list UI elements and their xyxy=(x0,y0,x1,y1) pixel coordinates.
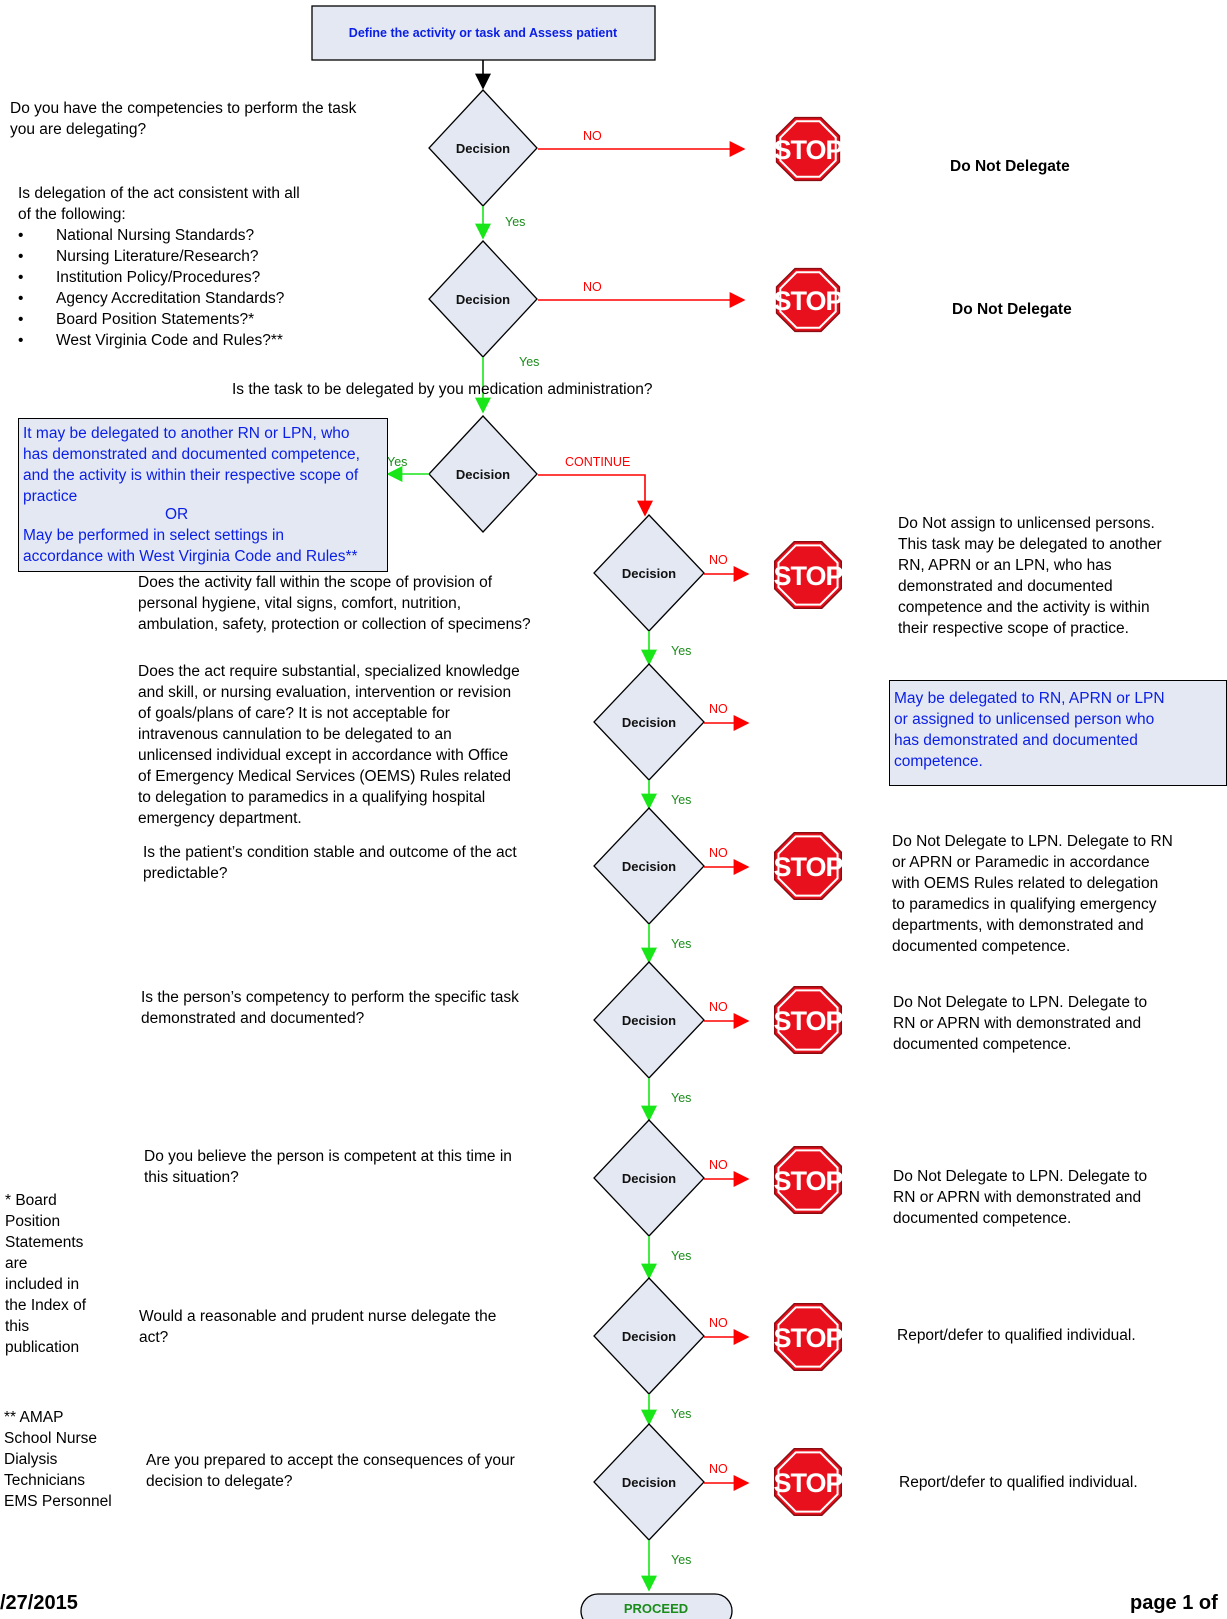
stop-sign-label: STOP xyxy=(773,286,843,316)
list-item: West Virginia Code and Rules?** xyxy=(16,330,284,351)
yes-label: Yes xyxy=(671,1407,691,1421)
no-label: NO xyxy=(709,553,728,567)
stop-sign-border xyxy=(779,271,837,329)
no-label: NO xyxy=(709,1316,728,1330)
no-label: NO xyxy=(709,1000,728,1014)
stop-sign-icon xyxy=(775,267,841,333)
stop-sign-border xyxy=(777,1306,839,1368)
stop-sign-icon xyxy=(773,1145,843,1215)
proceed-label: PROCEED xyxy=(624,1601,688,1616)
list-item: Board Position Statements?* xyxy=(16,309,284,330)
yes-label: Yes xyxy=(671,793,691,807)
stop-sign-icon xyxy=(773,1447,843,1517)
no-label: NO xyxy=(583,129,602,143)
decision-label: Decision xyxy=(456,141,510,156)
decision-label: Decision xyxy=(622,715,676,730)
decision-label: Decision xyxy=(622,1013,676,1028)
no-label: NO xyxy=(709,1158,728,1172)
continue-arrow xyxy=(538,474,653,517)
question-consistency-intro: Is delegation of the act consistent with… xyxy=(18,185,300,223)
decision-label: Decision xyxy=(622,1329,676,1344)
yes-label: Yes xyxy=(671,1249,691,1263)
stop-sign-label: STOP xyxy=(773,1468,843,1498)
select-settings-text: May be performed in select settings in a… xyxy=(23,527,358,565)
outcome-report-defer: Report/defer to qualified individual. xyxy=(899,1474,1138,1491)
decision-label: Decision xyxy=(622,859,676,874)
outcome-do-not-delegate: Do Not Delegate xyxy=(952,301,1072,318)
standards-list: National Nursing Standards? Nursing Lite… xyxy=(16,225,284,351)
outcome-paramedic-delegation: Do Not Delegate to LPN. Delegate to RN o… xyxy=(892,833,1173,955)
unlicensed-assignment-text: May be delegated to RN, APRN or LPN or a… xyxy=(894,690,1165,770)
decision-diamond xyxy=(428,415,538,533)
start-box-label: Define the activity or task and Assess p… xyxy=(349,26,618,40)
stop-sign-border xyxy=(779,120,837,178)
question-specialized-knowledge: Does the act require substantial, specia… xyxy=(138,663,520,827)
stop-sign-label: STOP xyxy=(773,1166,843,1196)
decision-label: Decision xyxy=(622,1171,676,1186)
stop-sign-label: STOP xyxy=(773,135,843,165)
no-label: NO xyxy=(583,280,602,294)
decision-label: Decision xyxy=(456,292,510,307)
stop-sign-icon xyxy=(773,1302,843,1372)
stop-sign-icon xyxy=(773,540,843,610)
stop-sign-icon xyxy=(773,985,843,1055)
footnote-amap: ** AMAP School Nurse Dialysis Technician… xyxy=(4,1409,112,1510)
proceed-terminator xyxy=(580,1593,733,1619)
yes-label: Yes xyxy=(671,937,691,951)
stop-sign-label: STOP xyxy=(773,1323,843,1353)
stop-sign-border xyxy=(777,989,839,1051)
decision-label: Decision xyxy=(622,566,676,581)
or-label: OR xyxy=(165,506,189,523)
stop-sign-icon xyxy=(773,831,843,901)
medication-delegation-text: It may be delegated to another RN or LPN… xyxy=(23,425,360,505)
question-patient-stable: Is the patient’s condition stable and ou… xyxy=(143,844,517,882)
footer-page-number: page 1 of xyxy=(1130,1592,1218,1614)
outcome-rn-aprn-competence: Do Not Delegate to LPN. Delegate to RN o… xyxy=(893,1168,1148,1227)
question-scope-provision: Does the activity fall within the scope … xyxy=(138,574,531,633)
yes-label: Yes xyxy=(387,455,407,469)
footnote-board-position: * Board Position Statements are included… xyxy=(5,1192,87,1356)
stop-sign-label: STOP xyxy=(773,561,843,591)
stop-sign-border xyxy=(777,1149,839,1211)
yes-label: Yes xyxy=(519,355,539,369)
list-item: Nursing Literature/Research? xyxy=(16,246,284,267)
outcome-rn-aprn-competence: Do Not Delegate to LPN. Delegate to RN o… xyxy=(893,994,1148,1053)
list-item: National Nursing Standards? xyxy=(16,225,284,246)
no-label: NO xyxy=(709,702,728,716)
question-accept-consequences: Are you prepared to accept the consequen… xyxy=(146,1452,515,1490)
decision-label: Decision xyxy=(622,1475,676,1490)
yes-label: Yes xyxy=(671,1553,691,1567)
decision-label: Decision xyxy=(456,467,510,482)
no-label: NO xyxy=(709,846,728,860)
stop-sign-icon xyxy=(775,116,841,182)
footer-date: /27/2015 xyxy=(0,1592,78,1614)
yes-label: Yes xyxy=(505,215,525,229)
question-competencies: Do you have the competencies to perform … xyxy=(10,100,357,138)
outcome-do-not-delegate: Do Not Delegate xyxy=(950,158,1070,175)
question-competency-documented: Is the person’s competency to perform th… xyxy=(141,989,519,1027)
stop-sign-border xyxy=(777,1451,839,1513)
question-prudent-nurse: Would a reasonable and prudent nurse del… xyxy=(139,1308,497,1346)
list-item: Agency Accreditation Standards? xyxy=(16,288,284,309)
outcome-no-unlicensed: Do Not assign to unlicensed persons. Thi… xyxy=(898,515,1162,637)
question-competent-now: Do you believe the person is competent a… xyxy=(144,1148,512,1186)
stop-sign-border xyxy=(777,835,839,897)
list-item: Institution Policy/Procedures? xyxy=(16,267,284,288)
stop-sign-label: STOP xyxy=(773,852,843,882)
stop-sign-border xyxy=(777,544,839,606)
question-medication: Is the task to be delegated by you medic… xyxy=(232,381,653,398)
start-box xyxy=(311,5,656,61)
no-label: NO xyxy=(709,1462,728,1476)
yes-label: Yes xyxy=(671,1091,691,1105)
unlicensed-assignment-box: May be delegated to RN, APRN or LPN or a… xyxy=(889,680,1227,786)
yes-label: Yes xyxy=(671,644,691,658)
continue-label: CONTINUE xyxy=(565,455,630,469)
stop-sign-label: STOP xyxy=(773,1006,843,1036)
medication-delegation-box: It may be delegated to another RN or LPN… xyxy=(18,418,388,572)
outcome-report-defer: Report/defer to qualified individual. xyxy=(897,1327,1136,1344)
